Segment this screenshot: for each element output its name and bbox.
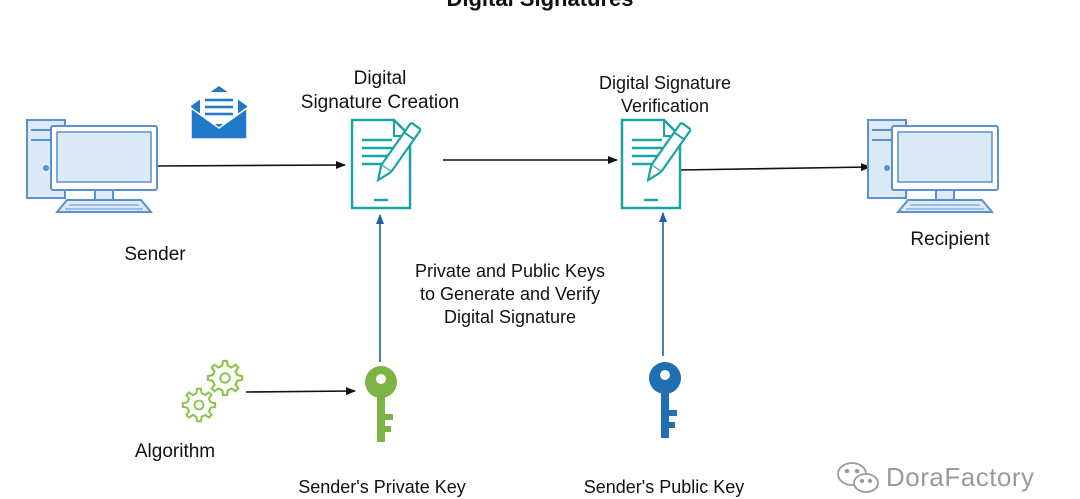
wechat-icon bbox=[837, 462, 879, 493]
creation-label-line2: Signature Creation bbox=[300, 92, 460, 113]
creation-document-pen-icon bbox=[350, 118, 423, 210]
creation-label-line1: Digital bbox=[353, 68, 407, 89]
envelope-icon bbox=[190, 86, 248, 140]
verification-label-line1: Digital Signature bbox=[598, 73, 732, 93]
private-key-icon bbox=[365, 366, 397, 442]
keys-note-line1: Private and Public Keys bbox=[414, 261, 606, 281]
verification-document-pen-icon bbox=[620, 118, 693, 210]
arrow-verification-to-recipient bbox=[679, 163, 871, 172]
gears-icon bbox=[181, 359, 244, 423]
algorithm-label: Algorithm bbox=[134, 441, 216, 462]
public-key-label: Sender's Public Key bbox=[583, 477, 745, 497]
keys-note-line3: Digital Signature bbox=[443, 307, 577, 327]
private-key-label: Sender's Private Key bbox=[298, 477, 466, 497]
creation-label: Digital Signature Creation bbox=[300, 67, 460, 115]
watermark-text: DoraFactory bbox=[886, 462, 1035, 492]
recipient-computer-icon bbox=[867, 119, 999, 213]
arrow-algorithm-to-private-key bbox=[245, 387, 356, 396]
verification-label-line2: Verification bbox=[620, 96, 710, 116]
public-key-icon bbox=[649, 362, 681, 438]
recipient-label: Recipient bbox=[910, 229, 990, 250]
diagram-title: Digital Signatures bbox=[0, 0, 1080, 12]
verification-label: Digital Signature Verification bbox=[575, 72, 755, 118]
sender-label: Sender bbox=[124, 244, 186, 265]
arrow-sender-to-creation bbox=[156, 161, 346, 170]
sender-computer-icon bbox=[26, 119, 158, 213]
keys-note: Private and Public Keys to Generate and … bbox=[390, 260, 630, 329]
keys-note-line2: to Generate and Verify bbox=[419, 284, 601, 304]
